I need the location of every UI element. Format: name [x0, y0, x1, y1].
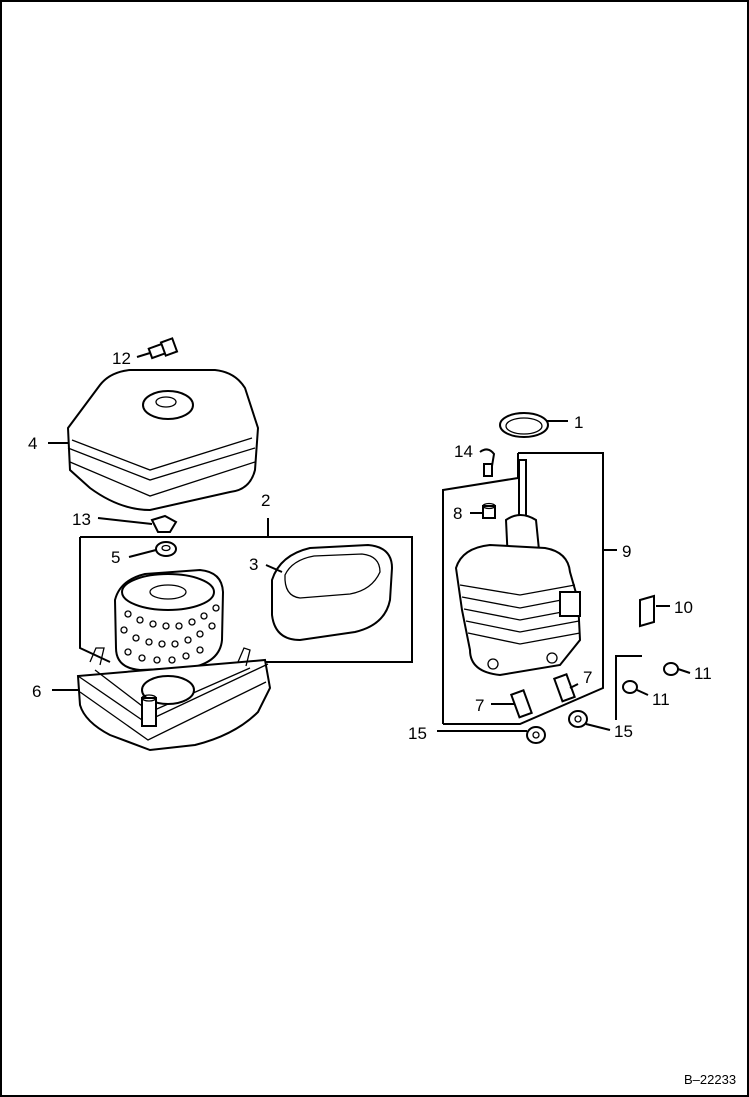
callout-9: 9 [622, 542, 631, 561]
part-7-fitting-left [509, 689, 533, 719]
part-14-clip [479, 448, 496, 477]
part-7-fitting-right [552, 673, 576, 703]
part-6-cleaner-base [76, 647, 272, 752]
callout-10: 10 [674, 598, 693, 617]
leader-lines [48, 352, 691, 732]
part-15-nut-right [568, 710, 588, 728]
part-11-bracket [615, 655, 642, 720]
callout-8: 8 [453, 504, 462, 523]
part-11-nut-upper [663, 662, 679, 676]
callout-3: 3 [249, 555, 258, 574]
assembly-2-bracket [79, 518, 413, 663]
part-5-seal [155, 541, 177, 557]
callout-4: 4 [28, 434, 37, 453]
part-2-paper-filter [113, 568, 225, 672]
callout-6: 6 [32, 682, 41, 701]
callout-7-right: 7 [583, 668, 592, 687]
callout-15-right: 15 [614, 722, 633, 741]
drawing-id: B–22233 [684, 1072, 736, 1087]
callout-5: 5 [111, 548, 120, 567]
part-10-label [639, 594, 655, 628]
callout-1: 1 [574, 413, 583, 432]
callout-11-upper: 11 [694, 664, 712, 683]
part-3-filter-element [271, 543, 394, 642]
part-8-cap [482, 502, 496, 519]
callout-2: 2 [261, 491, 270, 510]
callout-11-lower: 11 [652, 690, 670, 709]
part-12-bolt [147, 337, 179, 360]
callout-13: 13 [72, 510, 91, 529]
part-13-wing-nut [150, 514, 178, 533]
callout-15-left: 15 [408, 724, 427, 743]
part-15-nut-left [526, 726, 546, 744]
callout-14: 14 [454, 442, 473, 461]
part-11-nut-lower [622, 680, 638, 694]
part-1-ring [499, 412, 549, 438]
part-4-cleaner-cover [66, 369, 260, 512]
callout-12: 12 [112, 349, 131, 368]
callout-7-left: 7 [475, 696, 484, 715]
part-9-housing [454, 459, 582, 677]
